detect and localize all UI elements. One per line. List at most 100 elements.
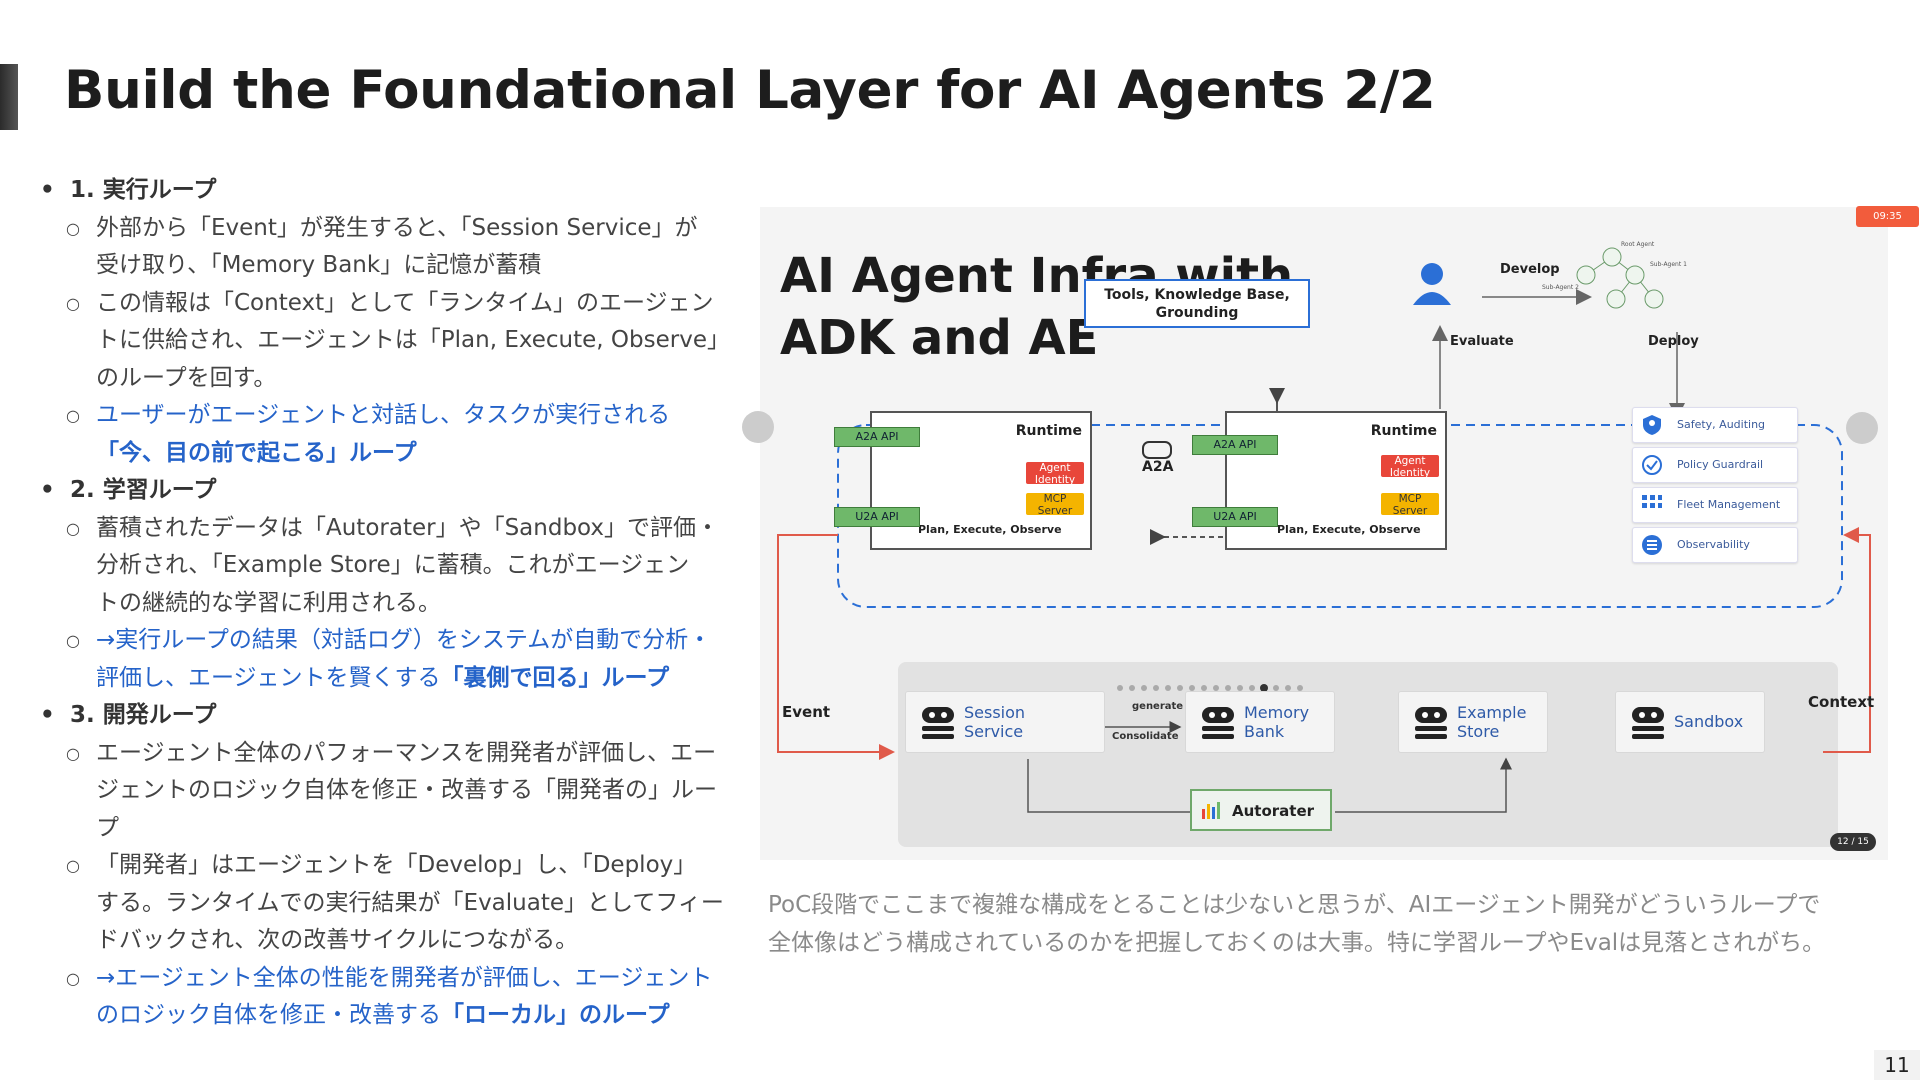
item-line: →実行ループの結果（対話ログ）をシステムが自動で分析・ <box>96 627 712 653</box>
section-heading: 3. 開発ループ <box>38 697 758 735</box>
service-line: Example <box>1457 703 1527 722</box>
governance-item: Safety, Auditing <box>1632 407 1798 443</box>
section-heading: 2. 学習ループ <box>38 472 758 510</box>
item-line: 蓄積されたデータは「Autorater」や「Sandbox」で評価・ <box>96 514 720 541</box>
bullet-list: 1. 実行ループ 外部から「Event」が発生すると、「Session Serv… <box>38 172 758 1035</box>
agent-identity-line: Identity <box>1389 467 1431 479</box>
develop-label: Develop <box>1500 262 1560 277</box>
item-line: ユーザーがエージェントと対話し、タスクが実行される <box>96 402 671 428</box>
autorater-label: Autorater <box>1232 802 1315 820</box>
item-emphasis: 「今、目の前で起こる」ループ <box>96 439 417 466</box>
slide-title: Build the Foundational Layer for AI Agen… <box>64 60 1436 121</box>
autorater-icon <box>1202 802 1220 819</box>
item-line: 受け取り、「Memory Bank」に記憶が蓄積 <box>96 252 542 278</box>
evaluate-label: Evaluate <box>1450 334 1514 349</box>
item-line: 分析され、「Example Store」に蓄積。これがエージェン <box>96 552 690 578</box>
generate-label: generate <box>1132 701 1184 712</box>
embedded-screenshot: 09:35 AI Agent Infra with ADK and AE Too… <box>742 206 1919 860</box>
item-line: ドバックされ、次の改善サイクルにつながる。 <box>96 927 579 953</box>
caption: PoC段階でここまで複雑な構成をとることは少ないと思うが、AIエージェント開発が… <box>768 887 1888 962</box>
timer-badge: 09:35 <box>1856 206 1919 227</box>
agent-identity-line: Agent <box>1394 455 1426 467</box>
runtime-label: Runtime <box>1015 423 1082 439</box>
tree-label: Sub-Agent 2 <box>1542 284 1579 291</box>
robot-icon <box>1202 707 1234 739</box>
autorater-box: Autorater <box>1190 789 1332 831</box>
service-line: Session <box>964 703 1026 722</box>
item-line: プ <box>96 814 119 841</box>
tools-line: Grounding <box>1155 305 1239 321</box>
item-line: トの継続的な学習に利用される。 <box>96 589 441 616</box>
item-text: 評価し、エージェントを賢くする <box>96 664 441 691</box>
a2a-label: A2A <box>1142 459 1174 475</box>
caption-line: PoC段階でここまで複雑な構成をとることは少ないと思うが、AIエージェント開発が… <box>768 892 1821 918</box>
u2a-api-label: U2A API <box>1192 507 1278 527</box>
service-line: Memory <box>1244 703 1310 722</box>
shield-icon <box>1643 415 1661 435</box>
agent-identity-line: Agent <box>1039 462 1071 474</box>
list-item-highlight: →実行ループの結果（対話ログ）をシステムが自動で分析・ 評価し、エージェントを賢… <box>38 622 758 697</box>
item-line: →エージェント全体の性能を開発者が評価し、エージェント <box>96 964 713 991</box>
check-circle-icon <box>1642 455 1662 475</box>
list-item-highlight: ユーザーがエージェントと対話し、タスクが実行される 「今、目の前で起こる」ループ <box>38 397 758 472</box>
item-line: する。ランタイムでの実行結果が「Evaluate」としてフィー <box>96 889 724 916</box>
list-item: 「開発者」はエージェントを「Develop」し、「Deploy」 する。ランタイ… <box>38 847 758 960</box>
robot-icon <box>1415 707 1447 739</box>
tree-label: Sub-Agent 1 <box>1650 261 1687 268</box>
item-emphasis: 「裏側で回る」ループ <box>440 664 670 691</box>
service-label: Sandbox <box>1674 712 1743 731</box>
pee-label: Plan, Execute, Observe <box>1277 523 1421 536</box>
service-line: Store <box>1457 722 1500 741</box>
list-item: 外部から「Event」が発生すると、「Session Service」が 受け取… <box>38 210 758 285</box>
tools-box: Tools, Knowledge Base, Grounding <box>1084 279 1310 328</box>
robot-icon <box>922 707 954 739</box>
service-line: Sandbox <box>1674 712 1744 731</box>
title-accent-bar <box>0 64 18 130</box>
consolidate-label: Consolidate <box>1112 731 1179 742</box>
item-line: エージェント全体のパフォーマンスを開発者が評価し、エー <box>96 739 717 766</box>
robot-icon <box>1632 707 1664 739</box>
page-number: 11 <box>1874 1050 1920 1080</box>
governance-label: Observability <box>1677 538 1750 551</box>
event-label: Event <box>782 703 831 721</box>
a2a-api-label: A2A API <box>834 427 920 447</box>
item-text: のロジック自体を修正・改善する <box>96 1002 441 1028</box>
item-line: のロジック自体を修正・改善する「ローカル」のループ <box>96 997 758 1035</box>
item-line: 外部から「Event」が発生すると、「Session Service」が <box>96 214 698 241</box>
list-item: 蓄積されたデータは「Autorater」や「Sandbox」で評価・ 分析され、… <box>38 510 758 623</box>
mcp-server-line: MCP <box>1398 493 1422 505</box>
governance-label: Fleet Management <box>1677 498 1781 511</box>
embedded-title-line: ADK and AE <box>780 310 1099 366</box>
governance-label: Safety, Auditing <box>1677 418 1766 431</box>
list-item-highlight: →エージェント全体の性能を開発者が評価し、エージェント のロジック自体を修正・改… <box>38 960 758 1035</box>
runtime-label: Runtime <box>1370 423 1437 439</box>
list-item: エージェント全体のパフォーマンスを開発者が評価し、エー ジェントのロジック自体を… <box>38 735 758 848</box>
governance-item: Policy Guardrail <box>1632 447 1798 483</box>
item-line: 評価し、エージェントを賢くする「裏側で回る」ループ <box>96 660 758 698</box>
tree-label: Root Agent <box>1621 241 1655 248</box>
governance-label: Policy Guardrail <box>1677 458 1764 471</box>
mcp-server-line: MCP <box>1043 493 1067 505</box>
a2a-link-icon <box>1142 441 1172 459</box>
item-line: この情報は「Context」として「ランタイム」のエージェン <box>96 289 714 316</box>
mcp-server-line: Server <box>1392 505 1428 517</box>
list-item: この情報は「Context」として「ランタイム」のエージェン トに供給され、エー… <box>38 285 758 398</box>
service-line: Service <box>964 722 1024 741</box>
governance-item: Fleet Management <box>1632 487 1798 523</box>
deploy-label: Deploy <box>1648 334 1699 349</box>
tools-line: Tools, Knowledge Base, <box>1104 287 1290 303</box>
service-line: Bank <box>1244 722 1285 741</box>
context-label: Context <box>1808 693 1875 711</box>
item-line: ジェントのロジック自体を修正・改善する「開発者の」ルー <box>96 777 717 803</box>
agent-identity-line: Identity <box>1034 474 1076 486</box>
governance-item: Observability <box>1632 527 1798 563</box>
item-line: トに供給され、エージェントは「Plan, Execute, Observe」 <box>96 327 730 353</box>
